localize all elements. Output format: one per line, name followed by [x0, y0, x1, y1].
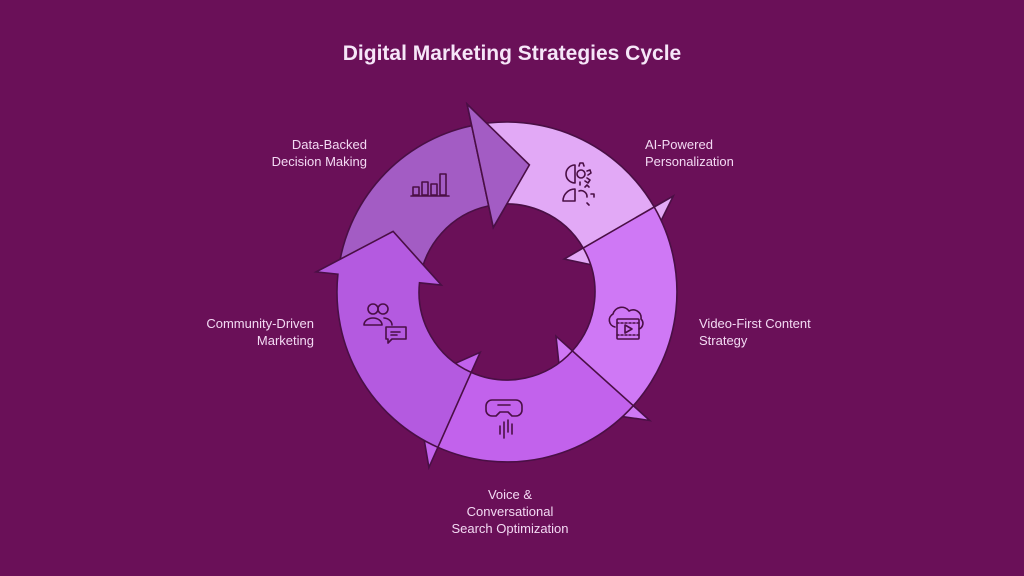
person-gear-icon [562, 162, 595, 206]
diagram-title: Digital Marketing Strategies Cycle [342, 42, 682, 65]
voice-assistant-icon [485, 399, 523, 439]
label-video-first: Video-First Content Strategy [699, 316, 811, 348]
cloud-video-icon [608, 306, 644, 340]
users-chat-icon [363, 303, 407, 344]
label-voice: Voice & Conversational Search Optimizati… [451, 487, 569, 536]
label-community: Community-Driven Marketing [206, 316, 314, 348]
label-ai-powered: AI-Powered Personalization [645, 137, 734, 169]
bar-chart-icon [410, 173, 450, 197]
arrow-data-backed-head [465, 101, 531, 230]
label-data-backed: Data-Backed Decision Making [271, 137, 367, 169]
